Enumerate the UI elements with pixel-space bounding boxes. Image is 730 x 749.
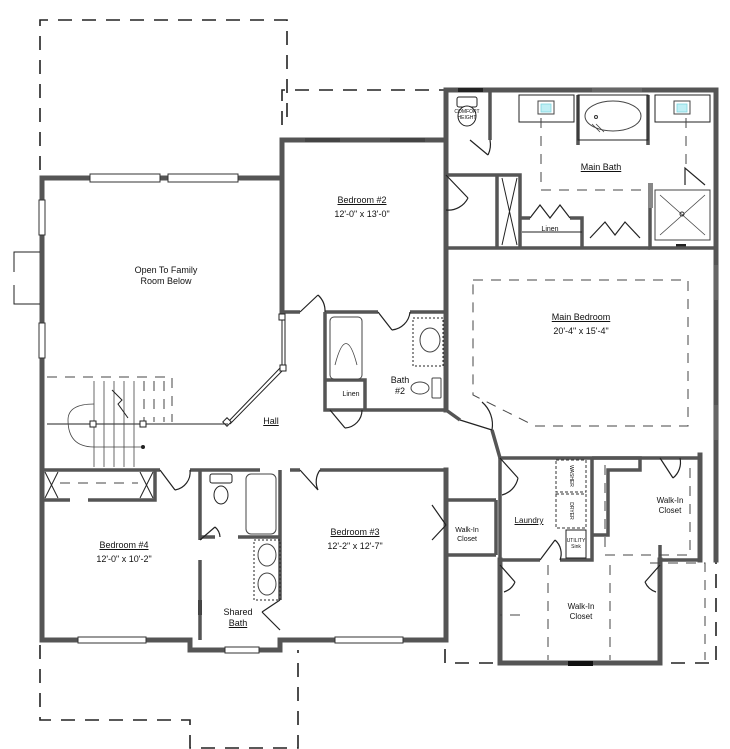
open-to-below-line1: Open To Family <box>134 265 198 275</box>
label-bedroom4: Bedroom #4 12'-0" x 10'-2" <box>96 540 151 565</box>
shared-bath-fixtures <box>198 473 281 615</box>
walkin-bottom-line2: Closet <box>569 612 593 621</box>
walkin-bottom-line1: Walk-In <box>567 602 595 611</box>
linen-bath2-title: Linen <box>342 391 360 398</box>
bedroom3-dimensions: 12'-2" x 12'-7" <box>327 541 383 551</box>
label-main-bedroom: Main Bedroom 20'-4" x 15'-4" <box>552 312 611 337</box>
utility-sink-line2: Sink <box>571 544 581 550</box>
main-bedroom-dimensions: 20'-4" x 15'-4" <box>553 326 609 336</box>
hall-title: Hall <box>263 416 279 426</box>
dryer-label: DRYER <box>568 502 574 520</box>
walkin-small-line2: Closet <box>457 536 477 543</box>
main-bedroom-title: Main Bedroom <box>551 312 611 322</box>
bedroom3-title: Bedroom #3 <box>330 527 380 537</box>
roof-outline-top-left <box>39 19 445 170</box>
label-main-bath: Main Bath <box>581 162 622 173</box>
hall-railing <box>143 313 287 427</box>
label-bedroom3: Bedroom #3 12'-2" x 12'-7" <box>327 527 382 552</box>
staircase <box>47 376 173 467</box>
windows <box>38 88 718 666</box>
label-hall: Hall <box>263 416 279 427</box>
open-to-below-line2: Room Below <box>140 276 192 286</box>
bedroom2-dimensions: 12'-0" x 13'-0" <box>334 209 390 219</box>
doors <box>159 139 706 631</box>
main-bath-title: Main Bath <box>580 162 622 172</box>
linen-main-title: Linen <box>541 226 559 233</box>
left-bumpout <box>13 251 40 305</box>
walkin-small-line1: Walk-In <box>455 527 479 534</box>
porch-outline-bottom-left <box>39 645 299 749</box>
bedroom2-title: Bedroom #2 <box>337 195 387 205</box>
label-shared-bath: Shared Bath <box>223 607 252 629</box>
label-comfort-height-toilet: COMFORT HEIGHT <box>454 109 479 121</box>
main-bath-fixtures <box>456 94 711 241</box>
ceiling-outlines <box>472 279 706 660</box>
shared-bath-line1: Shared <box>223 607 253 617</box>
label-linen-main: Linen <box>541 224 558 235</box>
label-washer: WASHER <box>568 465 574 487</box>
laundry-title: Laundry <box>514 516 544 525</box>
comfort-height-line1: COMFORT <box>454 109 480 115</box>
comfort-height-line2: HEIGHT <box>457 115 477 121</box>
label-bath2: Bath #2 <box>391 375 410 397</box>
bath2-line1: Bath <box>390 375 410 385</box>
label-dryer: DRYER <box>568 502 574 519</box>
utility-sink-line1: UTILITY <box>566 538 586 544</box>
walkin-right-line2: Closet <box>658 506 682 515</box>
label-utility-sink: UTILITY Sink <box>567 538 586 550</box>
bedroom4-dimensions: 12'-0" x 10'-2" <box>96 554 152 564</box>
closet-shelves <box>44 177 518 499</box>
bath2-line2: #2 <box>394 386 406 396</box>
bedroom4-title: Bedroom #4 <box>99 540 149 550</box>
label-walkin-closet-bottom: Walk-In Closet <box>568 602 595 622</box>
washer-label: WASHER <box>568 465 574 487</box>
label-linen-bath2: Linen <box>342 389 359 400</box>
shared-bath-line2: Bath <box>228 618 248 628</box>
bath2-fixtures <box>329 316 444 399</box>
label-bedroom2: Bedroom #2 12'-0" x 13'-0" <box>334 195 389 220</box>
laundry-fixtures <box>555 459 587 559</box>
label-open-to-family-room: Open To Family Room Below <box>135 265 198 287</box>
label-laundry: Laundry <box>515 515 544 526</box>
walkin-right-line1: Walk-In <box>656 496 684 505</box>
label-walkin-closet-right: Walk-In Closet <box>657 496 684 516</box>
label-walkin-closet-small: Walk-In Closet <box>455 526 478 544</box>
